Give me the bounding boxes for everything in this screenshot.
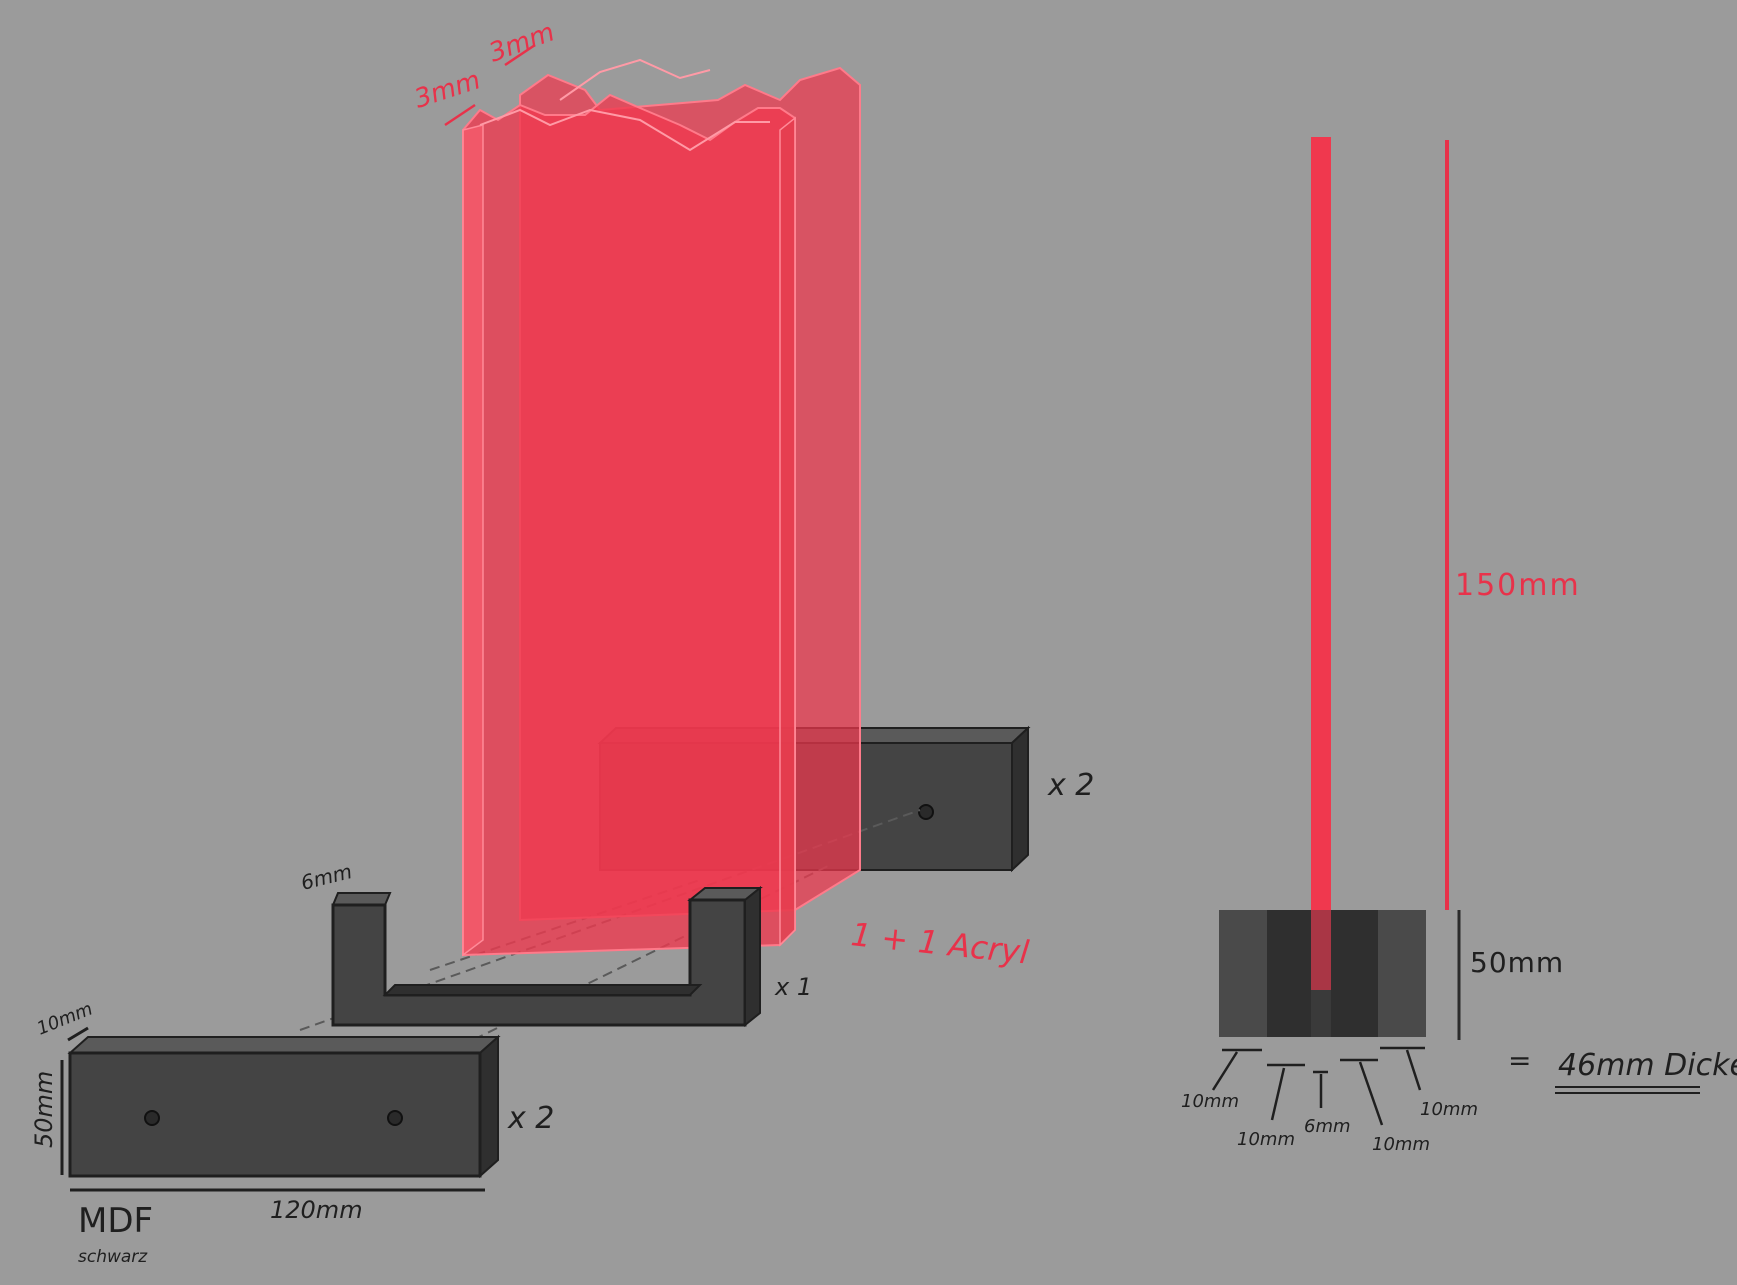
block-depth-label: 10mm [34, 998, 96, 1039]
segment-2-label: 10mm [1237, 1129, 1295, 1150]
acrylic-thickness-ticks [444, 43, 536, 127]
spacer-width-label: 6mm [298, 859, 354, 895]
side-layer-4 [1331, 910, 1378, 1037]
back-block-count-label: x 2 [1047, 768, 1094, 803]
material-color-label: schwarz [78, 1247, 148, 1267]
side-view [1211, 137, 1700, 1126]
total-thickness-label: 46mm Dicke [1558, 1048, 1737, 1083]
height-acrylic-label: 150mm [1455, 568, 1581, 603]
height-base-label: 50mm [1470, 946, 1564, 979]
side-acrylic-overlap [1311, 910, 1331, 990]
acrylic-count-label: 1 + 1 Acryl [849, 915, 1031, 971]
side-layer-5 [1378, 910, 1426, 1037]
side-layer-1 [1219, 910, 1267, 1037]
back-block-hole [918, 804, 934, 820]
acrylic-panel-front [462, 58, 796, 957]
front-block-hole-left [144, 1110, 160, 1126]
front-block-dimensions [60, 1026, 485, 1192]
equals-sign: = [1508, 1044, 1531, 1077]
block-length-label: 120mm [270, 1196, 363, 1224]
side-acrylic-strip [1311, 137, 1331, 994]
acrylic-thickness-label-b: 3mm [485, 17, 558, 68]
spacer-count-label: x 1 [774, 973, 812, 1001]
segment-leaders [1211, 1046, 1425, 1126]
side-layer-2 [1267, 910, 1311, 1037]
front-block-hole-right [387, 1110, 403, 1126]
front-mdf-block [67, 1034, 501, 1179]
segment-5-label: 10mm [1420, 1099, 1478, 1120]
segment-3-label: 6mm [1304, 1116, 1351, 1137]
block-height-label: 50mm [30, 1071, 58, 1148]
segment-4-label: 10mm [1372, 1134, 1430, 1155]
u-spacer [331, 885, 763, 1028]
segment-1-label: 10mm [1181, 1091, 1239, 1112]
front-block-count-label: x 2 [507, 1101, 554, 1136]
material-label: MDF [78, 1201, 153, 1241]
